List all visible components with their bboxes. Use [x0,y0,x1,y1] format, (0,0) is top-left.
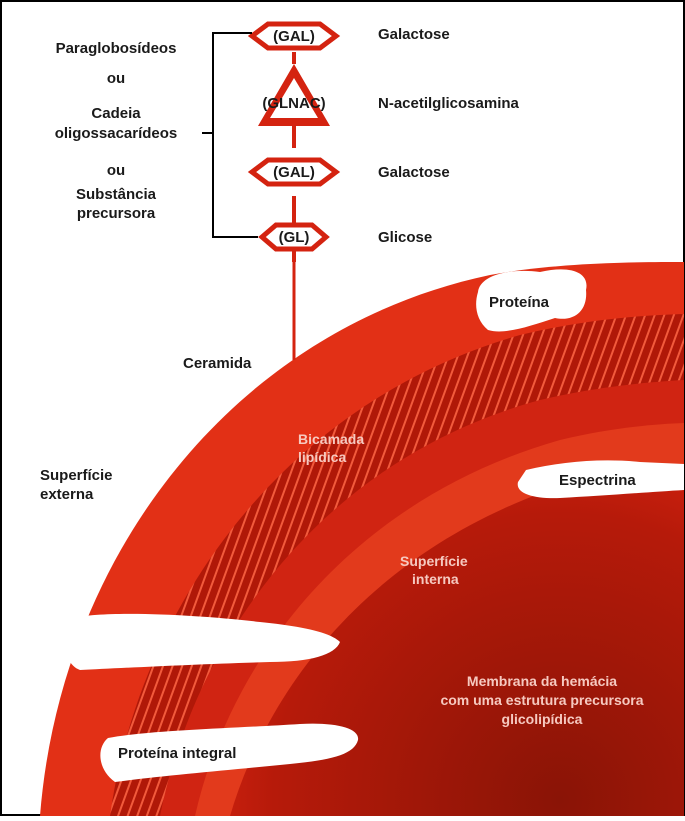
bracket-label-1: Paraglobosídeos [56,40,177,57]
bracket-label-2: ou [107,70,125,87]
sugar-abbr-3: (GAL) [273,164,315,181]
label-superficie-interna-2: interna [412,571,459,587]
sugar-name-2: N-acetilglicosamina [378,95,520,112]
label-bicamada-2: lipídica [298,449,346,465]
label-superficie-interna-1: Superfície [400,553,468,569]
label-membrana-2: com uma estrutura precursora [440,692,643,708]
label-espectrina: Espectrina [559,472,636,489]
sugar-abbr-4: (GL) [279,229,310,246]
label-proteina-integral: Proteína integral [118,745,236,762]
sugar-name-4: Glicose [378,229,432,246]
label-superficie-externa-2: externa [40,486,94,503]
bracket-label-group: Paraglobosídeos ou Cadeia oligossacaríde… [55,40,178,222]
sugar-abbr-1: (GAL) [273,28,315,45]
label-membrana-1: Membrana da hemácia [467,673,617,689]
label-bicamada-1: Bicamada [298,431,364,447]
label-superficie-externa-1: Superfície [40,467,113,484]
bracket-label-6: Substância [76,186,157,203]
bracket-label-4: oligossacarídeos [55,125,178,142]
sugar-abbr-2: (GLNAC) [262,95,325,112]
chain-bracket [213,33,258,237]
sugar-name-3: Galactose [378,164,450,181]
label-proteina: Proteína [489,294,550,311]
oligosaccharide-chain [252,24,336,360]
bracket-label-3: Cadeia [91,105,141,122]
bracket-label-5: ou [107,162,125,179]
red-cell-membrane [40,262,684,816]
label-ceramida: Ceramida [183,355,252,372]
sugar-name-1: Galactose [378,26,450,43]
bracket-label-7: precursora [77,205,156,222]
label-membrana-3: glicolipídica [502,711,583,727]
